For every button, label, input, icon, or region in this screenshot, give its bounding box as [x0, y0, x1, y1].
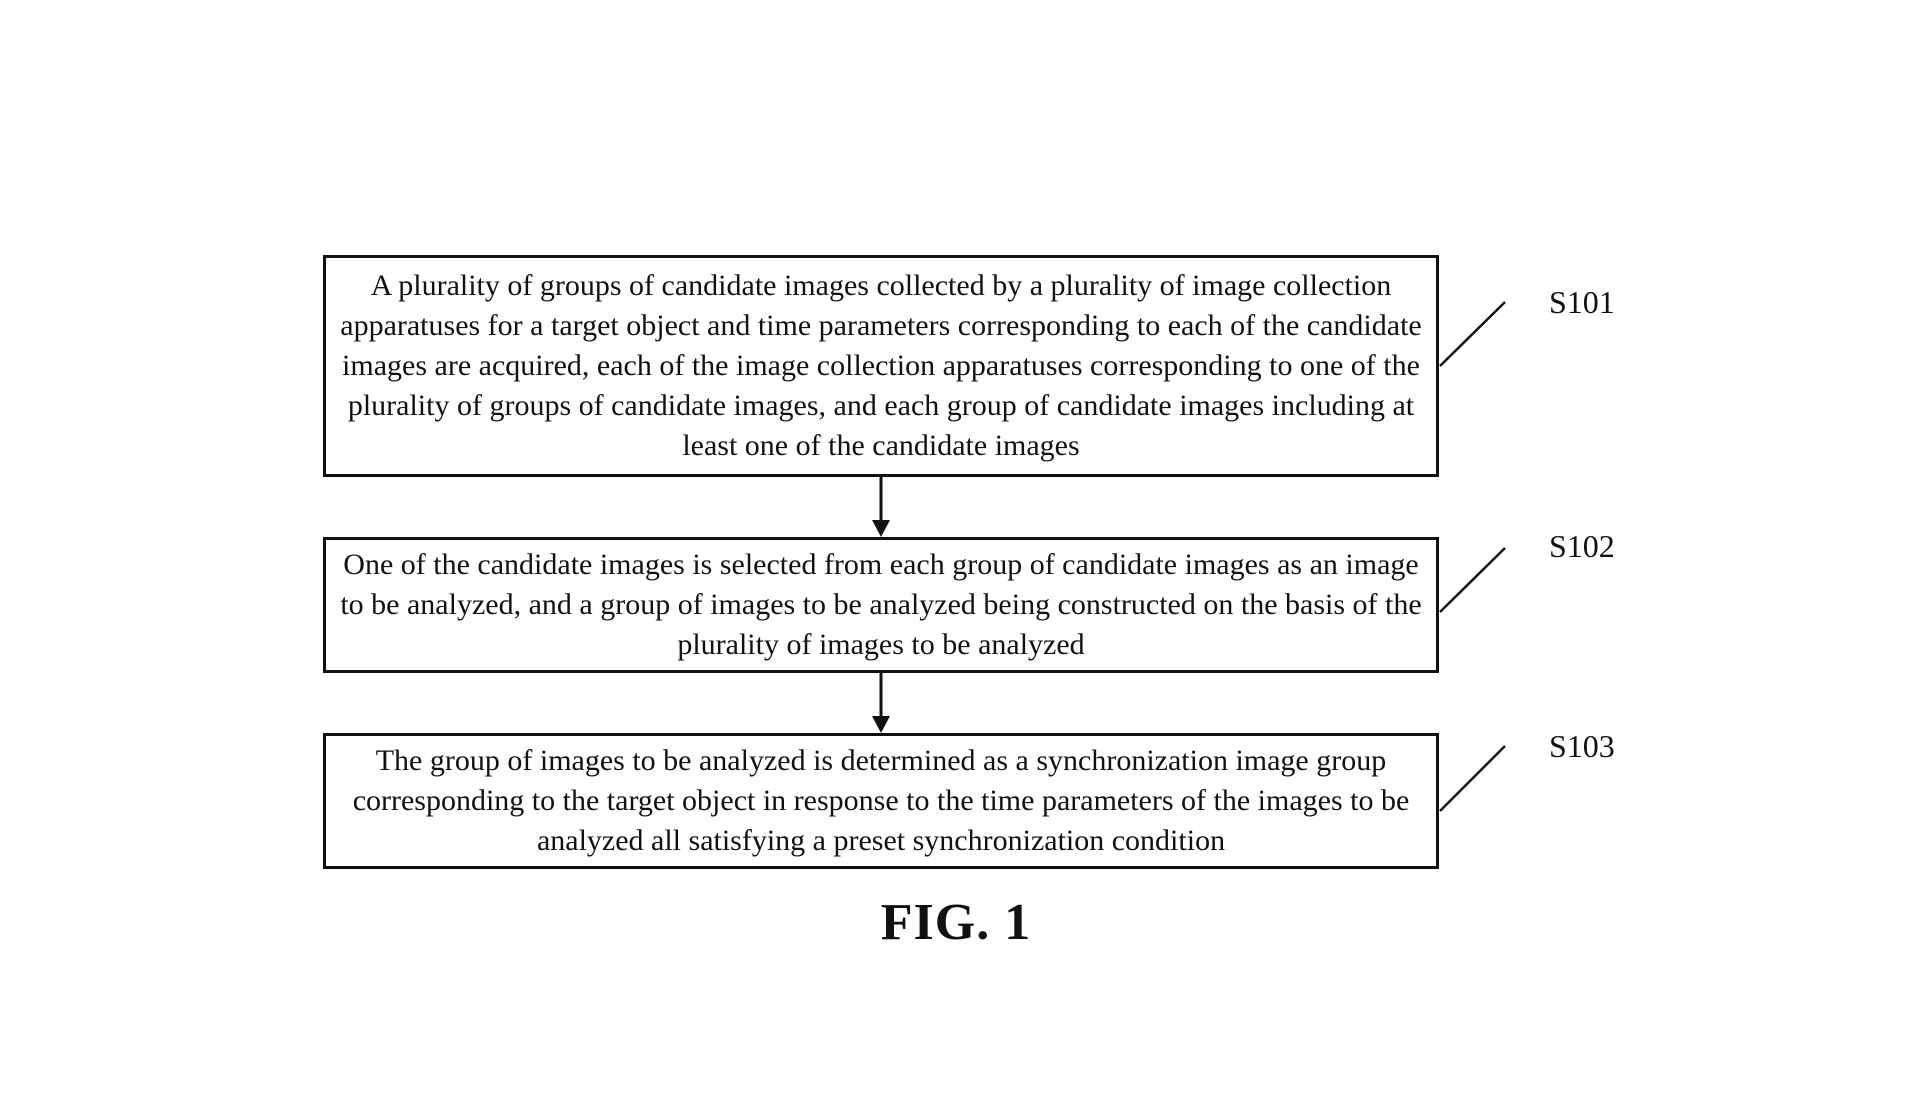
arrow-s102-to-s103 [872, 673, 890, 733]
step-label-s102: S102 [1549, 528, 1615, 564]
arrow-s101-to-s102 [872, 477, 890, 537]
step-box-s102: One of the candidate images is selected … [323, 537, 1439, 673]
leader-line-s101 [1439, 301, 1506, 367]
step-text-s102: One of the candidate images is selected … [340, 548, 1422, 661]
step-box-s101: A plurality of groups of candidate image… [323, 255, 1439, 477]
step-label-s101: S101 [1549, 284, 1615, 320]
step-box-s103: The group of images to be analyzed is de… [323, 733, 1439, 869]
step-text-s101: A plurality of groups of candidate image… [340, 269, 1422, 462]
step-text-s103: The group of images to be analyzed is de… [352, 744, 1410, 857]
step-label-s103: S103 [1549, 728, 1615, 764]
figure-caption: FIG. 1 [880, 894, 1032, 951]
leader-line-s103 [1439, 745, 1506, 812]
leader-line-s102 [1439, 547, 1506, 613]
